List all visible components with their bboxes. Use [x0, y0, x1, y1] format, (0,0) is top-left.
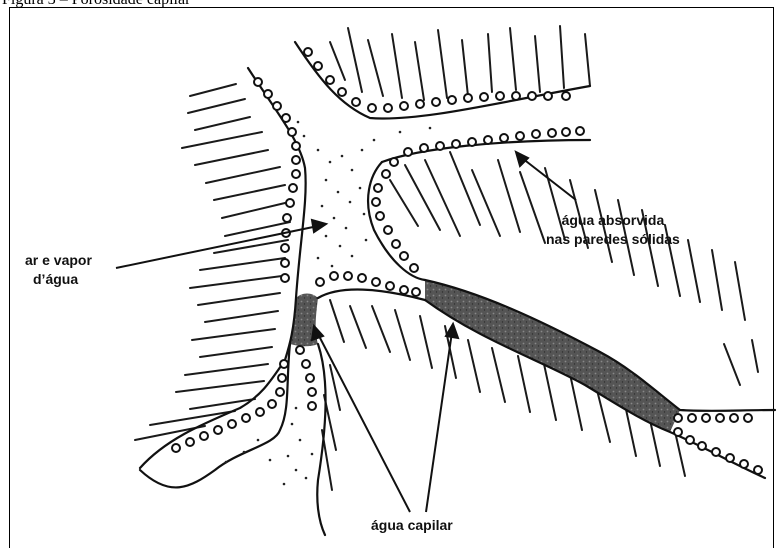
- label-absorbed-line1: água absorvida: [546, 211, 680, 230]
- label-air-vapor-line2: d’água: [25, 270, 92, 289]
- label-absorbed-line2: nas paredes sólidas: [546, 230, 680, 249]
- pore-walls: [140, 42, 775, 535]
- label-capillary-water: água capilar: [371, 516, 453, 535]
- label-air-vapor: ar e vapor d’água: [25, 251, 92, 289]
- label-air-vapor-line1: ar e vapor: [25, 251, 92, 270]
- top-solid-hatching: [330, 26, 590, 100]
- capillary-water-main: [425, 280, 680, 432]
- vapor-dots: [225, 121, 432, 486]
- label-absorbed-water: água absorvida nas paredes sólidas: [546, 211, 680, 249]
